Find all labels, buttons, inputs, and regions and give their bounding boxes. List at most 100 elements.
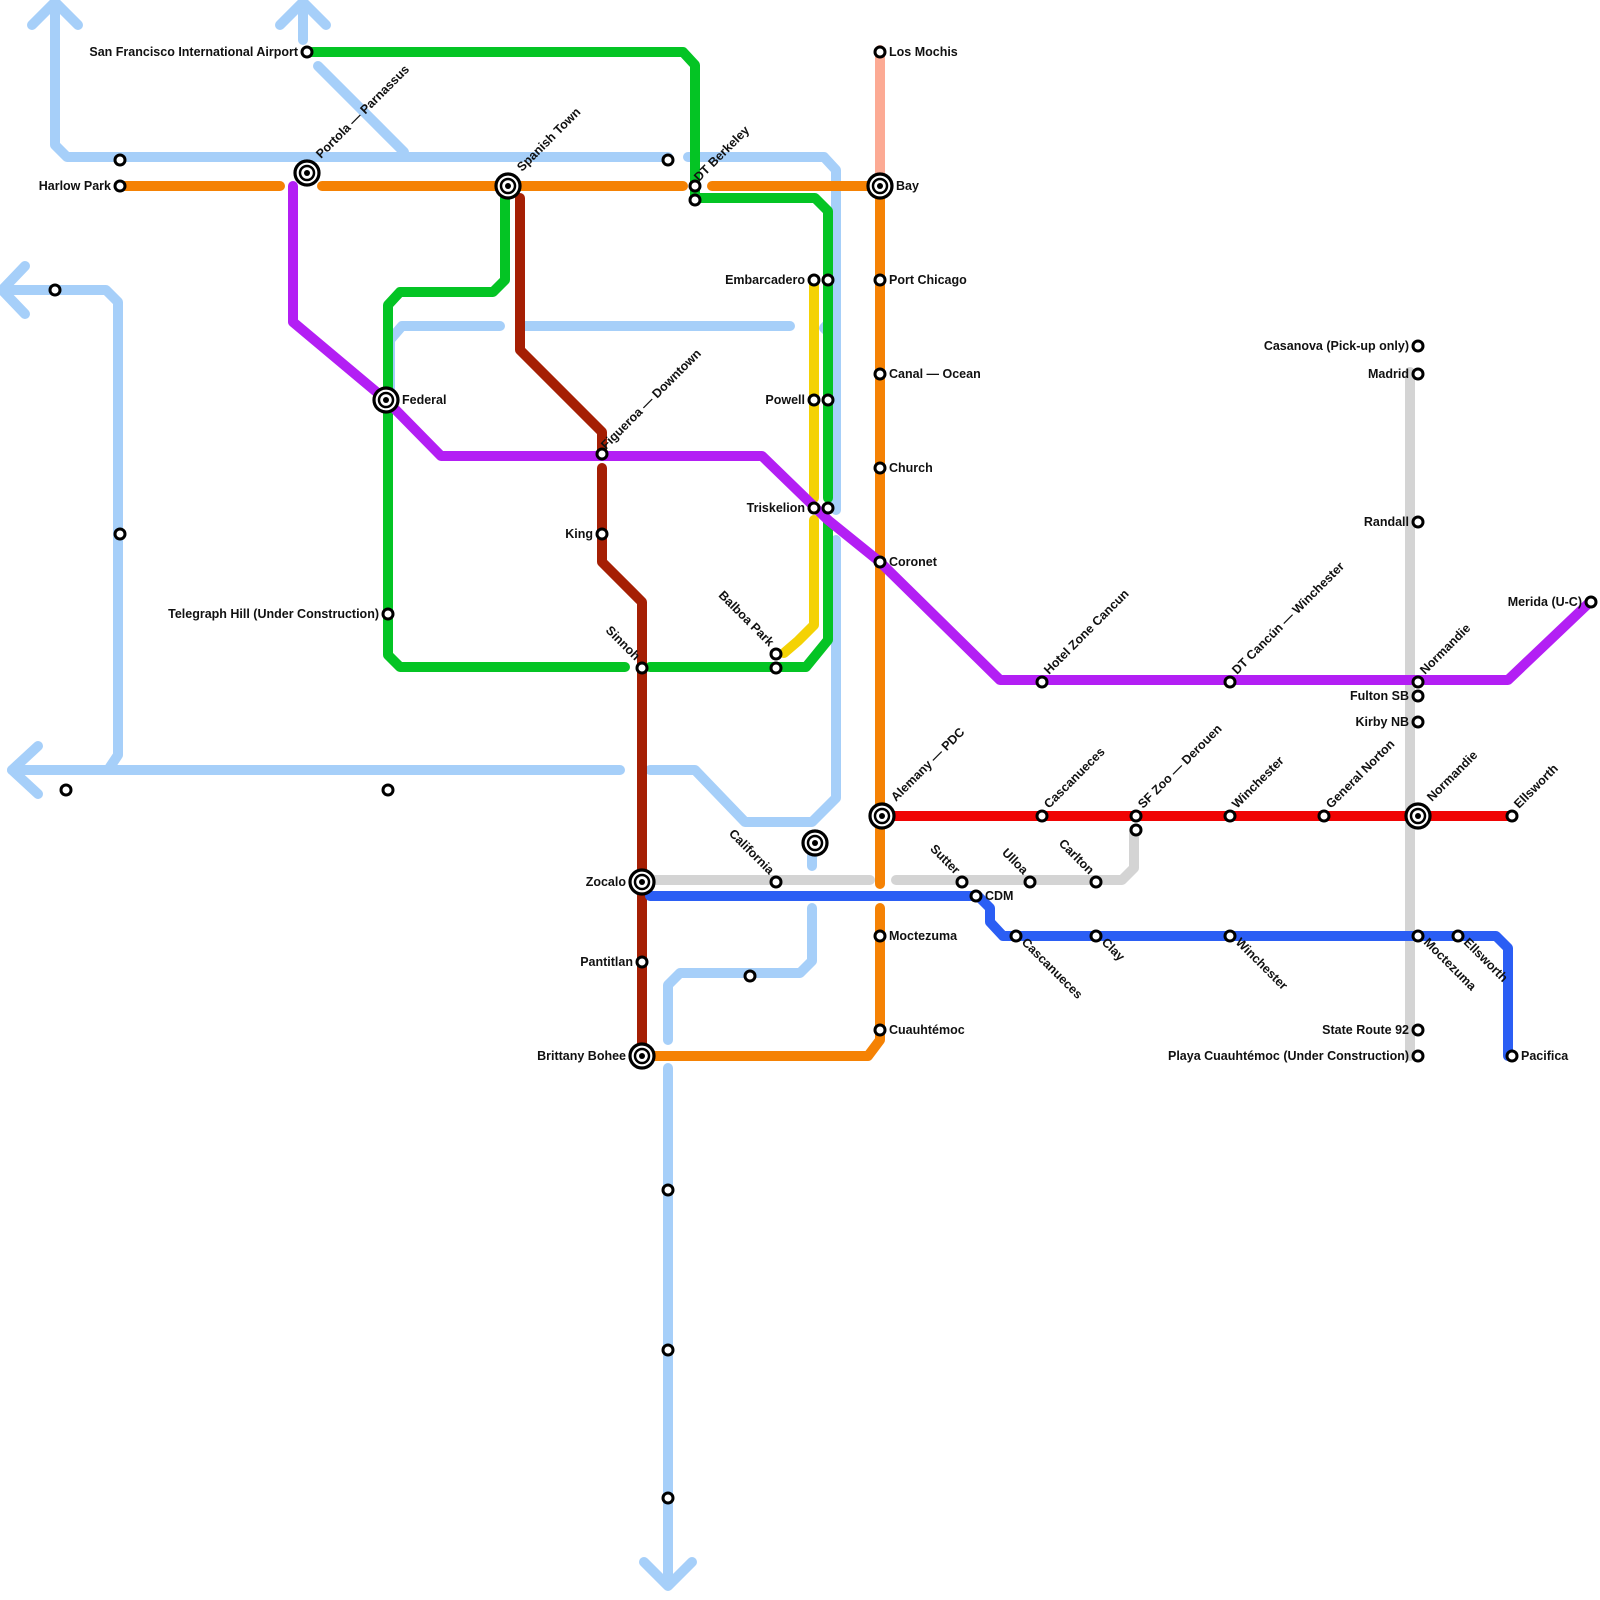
station-label-dt-cancun: DT Cancún — Winchester [1229, 559, 1347, 677]
station-stop-icon-powell [807, 393, 821, 407]
interchange-inner-ring-spanish-town [499, 177, 517, 195]
station-stop-icon-unnamed [59, 783, 73, 797]
station-stop-icon-sf-zoo [1129, 809, 1143, 823]
station-label-general-norton: General Norton [1323, 737, 1397, 811]
station-stop-icon-unnamed [769, 661, 783, 675]
interchange-dot-zocalo [639, 879, 645, 885]
station-label-sfo: San Francisco International Airport [89, 45, 298, 59]
station-stop-icon-unnamed [113, 527, 127, 541]
station-stop-icon-balboa-park [769, 647, 783, 661]
station-label-alemany: Alemany — PDC [888, 725, 967, 804]
station-label-merida: Merida (U-C) [1508, 595, 1582, 609]
interchange-inner-ring-brittany-bohee [633, 1047, 651, 1065]
station-stop-icon-madrid [1411, 367, 1425, 381]
arrow-icon-north-1 [27, 0, 83, 30]
station-label-winchester-blue: Winchester [1233, 935, 1291, 993]
station-label-balboa-park: Balboa Park [716, 588, 777, 649]
station-label-kirby-nb: Kirby NB [1356, 715, 1409, 729]
station-label-spanish-town: Spanish Town [514, 105, 583, 174]
station-label-state-route-92: State Route 92 [1322, 1023, 1409, 1037]
station-stop-icon-unnamed [743, 969, 757, 983]
station-markers [48, 45, 1598, 1505]
station-stop-icon-cuauhtemoc [873, 1023, 887, 1037]
station-label-ellsworth-red: Ellsworth [1511, 761, 1561, 811]
station-stop-icon-church [873, 461, 887, 475]
station-label-church: Church [889, 461, 933, 475]
station-stop-icon-unnamed [821, 393, 835, 407]
station-stop-icon-carlton [1089, 875, 1103, 889]
station-label-telegraph-hill: Telegraph Hill (Under Construction) [168, 607, 379, 621]
interchange-inner-ring-alemany [873, 807, 891, 825]
station-stop-icon-hotel-zone [1035, 675, 1049, 689]
station-label-cdm: CDM [985, 889, 1013, 903]
arrow-icon-west-2 [7, 741, 43, 799]
station-label-zocalo: Zocalo [586, 875, 627, 889]
station-stop-icon-dt-berkeley [688, 179, 702, 193]
station-stop-icon-merida [1584, 595, 1598, 609]
station-label-coronet: Coronet [889, 555, 938, 569]
station-stop-icon-triskelion [807, 501, 821, 515]
station-label-federal: Federal [402, 393, 446, 407]
station-label-carlton: Carlton [1056, 836, 1097, 877]
station-stop-icon-embarcadero [807, 273, 821, 287]
station-stop-icon-unnamed [113, 153, 127, 167]
station-label-cuauhtemoc: Cuauhtémoc [889, 1023, 965, 1037]
station-stop-icon-winchester-blue [1223, 929, 1237, 943]
station-stop-icon-unnamed [381, 783, 395, 797]
interchange-dot-bay [877, 183, 883, 189]
station-label-normandie-red: Normandie [1424, 748, 1480, 804]
interchange-inner-ring-federal [377, 391, 395, 409]
lightblue-line-mid-east [645, 535, 841, 827]
station-label-powell: Powell [765, 393, 805, 407]
station-label-fulton-sb: Fulton SB [1350, 689, 1409, 703]
station-stop-icon-clay [1089, 929, 1103, 943]
arrow-icon-north-2 [275, 0, 331, 30]
station-stop-icon-general-norton [1317, 809, 1331, 823]
orange-line-south [645, 903, 885, 1061]
station-label-brittany-bohee: Brittany Bohee [537, 1049, 626, 1063]
station-label-pacifica: Pacifica [1521, 1049, 1569, 1063]
station-stop-icon-king [595, 527, 609, 541]
brown-line-lower [597, 463, 647, 1061]
station-label-embarcadero: Embarcadero [725, 273, 805, 287]
station-stop-icon-casanova [1411, 339, 1425, 353]
station-label-california: California [726, 826, 777, 877]
station-label-king: King [565, 527, 593, 541]
lightblue-line-top [50, 7, 673, 162]
brown-line-upper [515, 193, 607, 455]
station-stop-icon-unnamed [688, 193, 702, 207]
interchange-dot-unnamed [812, 840, 818, 846]
station-label-sf-zoo: SF Zoo — Derouen [1135, 722, 1224, 811]
station-label-los-mochis: Los Mochis [889, 45, 958, 59]
interchange-dot-federal [383, 397, 389, 403]
arrow-icon-west-1 [0, 261, 30, 319]
station-stop-icon-cascanueces-red [1035, 809, 1049, 823]
station-stop-icon-unnamed [821, 273, 835, 287]
interchange-dot-normandie-red [1415, 813, 1421, 819]
station-label-canal-ocean: Canal — Ocean [889, 367, 981, 381]
yellow-line-south [779, 515, 819, 658]
interchange-inner-ring-bay [871, 177, 889, 195]
interchange-inner-ring-normandie-red [1409, 807, 1427, 825]
station-label-port-chicago: Port Chicago [889, 273, 967, 287]
station-stop-icon-sfo [300, 45, 314, 59]
interchange-dot-alemany [879, 813, 885, 819]
station-stop-icon-winchester-red [1223, 809, 1237, 823]
station-label-pantitlan: Pantitlan [580, 955, 633, 969]
station-label-figueroa: Figueroa — Downtown [598, 346, 704, 452]
station-stop-icon-unnamed [661, 1343, 675, 1357]
station-label-playa-cuauhtemoc: Playa Cuauhtémoc (Under Construction) [1168, 1049, 1409, 1063]
station-stop-icon-unnamed [1129, 823, 1143, 837]
station-stop-icon-unnamed [661, 1491, 675, 1505]
green-line-bottom [383, 193, 630, 672]
station-label-sinnoh: Sinnoh [603, 623, 643, 663]
interchange-inner-ring-portola [298, 164, 316, 182]
station-stop-icon-port-chicago [873, 273, 887, 287]
lightblue-line-west-loop [7, 285, 123, 775]
station-label-hotel-zone: Hotel Zone Cancun [1041, 587, 1131, 677]
station-stop-icon-harlow-park [113, 179, 127, 193]
interchange-dot-portola [304, 170, 310, 176]
station-label-normandie-purple: Normandie [1417, 621, 1473, 677]
interchange-dot-spanish-town [505, 183, 511, 189]
